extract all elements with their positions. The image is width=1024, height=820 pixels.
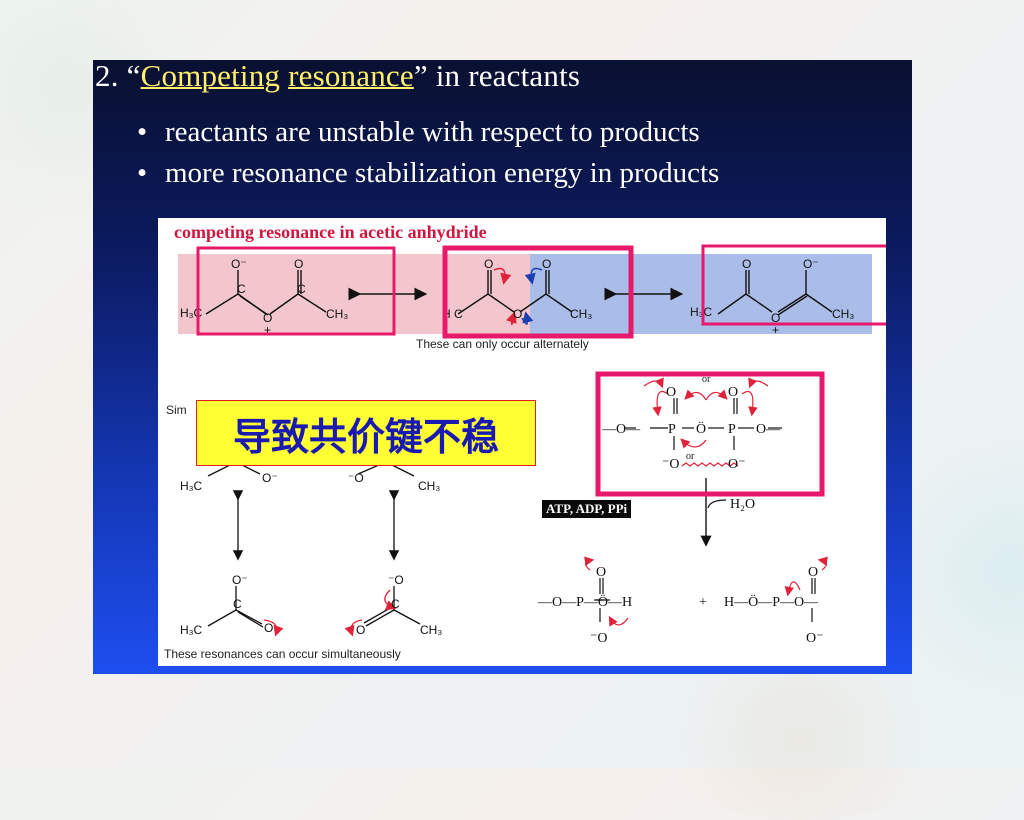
bullet-item: •more resonance stabilization energy in … [137, 157, 720, 189]
svg-text:O⁻: O⁻ [232, 573, 248, 587]
highlight-box [442, 245, 634, 339]
svg-text:H₃C: H₃C [180, 623, 203, 637]
svg-text:+: + [699, 595, 707, 610]
structure-drawing: H₃C O⁻ C O + O C CH₃ H C O O O [178, 244, 886, 646]
caption-fragment: Sim [166, 403, 187, 417]
svg-text:H₃C: H₃C [690, 305, 713, 319]
svg-text:P: P [728, 422, 736, 437]
svg-text:⁻O: ⁻O [348, 471, 364, 485]
svg-text:O: O [808, 565, 818, 580]
svg-text:—O—P—Ö—H: —O—P—Ö—H [537, 593, 632, 610]
slide-title: 2. “Competing resonance” in reactants [95, 58, 581, 93]
svg-text:CH₃: CH₃ [418, 479, 440, 493]
svg-text:O: O [484, 257, 493, 271]
svg-text:C: C [297, 282, 306, 296]
svg-text:CH₃: CH₃ [326, 307, 348, 321]
svg-text:or: or [686, 451, 695, 462]
svg-text:O⁻: O⁻ [803, 257, 819, 271]
svg-text:⁻O: ⁻O [388, 573, 404, 587]
svg-text:O: O [264, 621, 273, 635]
resonance-structure-3 [717, 270, 833, 316]
bullet-item: •reactants are unstable with respect to … [137, 116, 700, 148]
highlight-box [701, 244, 886, 326]
highlight-box [595, 371, 825, 497]
svg-text:C: C [233, 597, 242, 611]
hydrolysis-products [584, 556, 828, 627]
svg-text:O: O [596, 565, 606, 580]
svg-text:or: or [702, 374, 711, 385]
svg-text:O: O [542, 257, 551, 271]
svg-text:O⁻: O⁻ [231, 257, 247, 271]
svg-text:H₃C: H₃C [180, 479, 203, 493]
svg-text:O: O [294, 257, 303, 271]
atp-label: ATP, ADP, PPi [542, 500, 632, 518]
svg-text:⁻O: ⁻O [590, 631, 608, 646]
svg-text:H—Ö—P—O—: H—Ö—P—O— [724, 593, 819, 610]
blue-band [530, 254, 872, 334]
svg-text:O⁻: O⁻ [728, 457, 746, 472]
callout-box: 导致共价键不稳 [196, 400, 536, 466]
svg-text:+: + [772, 323, 779, 337]
resonance-structure-1 [205, 270, 327, 316]
svg-text:CH₃: CH₃ [420, 623, 442, 637]
svg-text:Ö: Ö [696, 420, 706, 437]
figure-heading: competing resonance in acetic anhydride [174, 222, 487, 242]
svg-text:O: O [666, 385, 676, 400]
title-highlight-competing: Competing [140, 58, 281, 93]
svg-text:⁻O: ⁻O [662, 457, 680, 472]
svg-text:CH₃: CH₃ [832, 307, 854, 321]
svg-text:O: O [742, 257, 751, 271]
svg-text:O⁻: O⁻ [806, 631, 824, 646]
svg-text:O: O [728, 385, 738, 400]
svg-text:—O—: —O— [601, 422, 641, 437]
caption-simultaneous: These resonances can occur simultaneousl… [164, 647, 401, 661]
svg-text:O: O [513, 307, 522, 321]
svg-text:O⁻: O⁻ [262, 471, 278, 485]
svg-text:+: + [264, 323, 271, 337]
svg-text:H₂O: H₂O [730, 497, 755, 512]
background-pattern [900, 420, 1024, 720]
svg-text:O: O [356, 623, 365, 637]
slide-panel: 2. “Competing resonance” in reactants •r… [93, 58, 912, 674]
svg-text:O: O [263, 311, 272, 325]
title-highlight-resonance: resonance [288, 58, 414, 93]
svg-text:O: O [771, 311, 780, 325]
phosphoanhydride-structure [624, 377, 782, 467]
highlight-box [196, 246, 396, 336]
svg-text:CH₃: CH₃ [570, 307, 592, 321]
resonance-structure-2 [457, 267, 573, 325]
svg-text:O—: O— [756, 422, 781, 437]
background-pattern [640, 660, 960, 820]
svg-text:P: P [668, 422, 676, 437]
svg-text:C: C [391, 597, 400, 611]
svg-text:C: C [237, 282, 246, 296]
caption-alternate: These can only occur alternately [416, 337, 589, 351]
